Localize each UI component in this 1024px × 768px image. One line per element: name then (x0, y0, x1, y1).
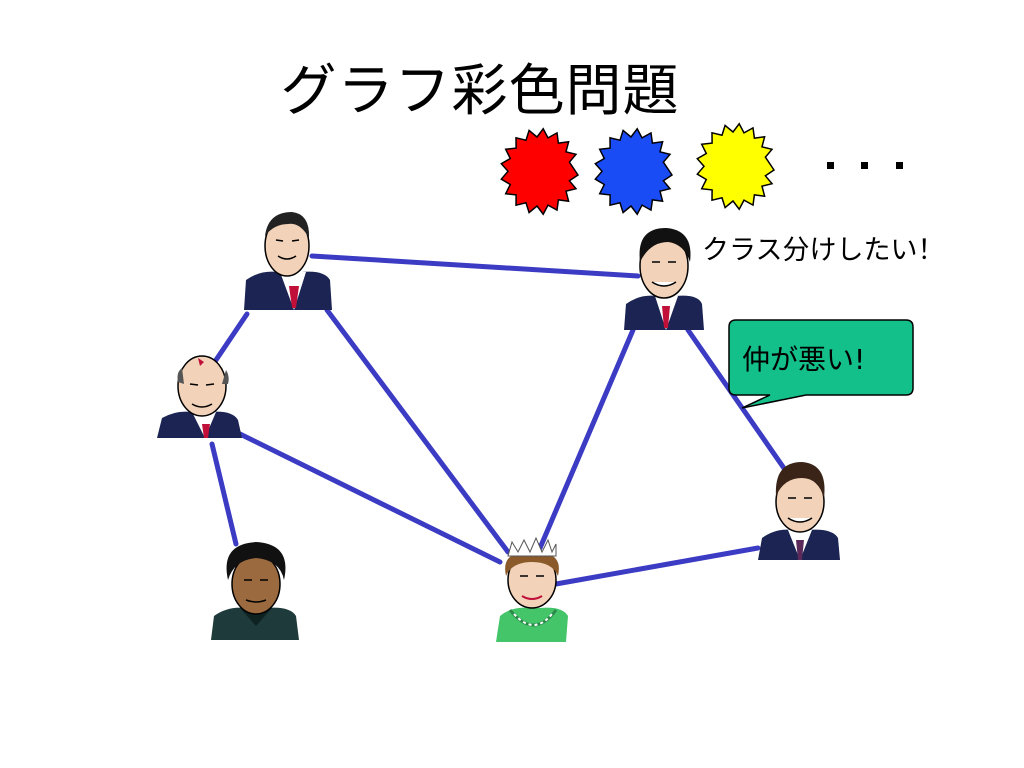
ellipsis-dot (896, 162, 903, 169)
leader-middle-left (157, 355, 242, 438)
leader-bottom-right (758, 462, 840, 560)
edge-middleleft-queen (237, 431, 503, 565)
ellipsis-dot (861, 162, 868, 169)
edge-topright-bottomright (685, 327, 791, 477)
callout-text: 仲が悪い! (742, 343, 866, 376)
leader-top-left (244, 212, 332, 310)
red-star (500, 127, 580, 216)
edge-topleft-middleleft (213, 311, 250, 363)
queen-bottom-center (496, 536, 568, 642)
slide-title: グラフ彩色問題 (280, 59, 680, 124)
edge-topleft-queen (324, 307, 511, 555)
leader-bottom-left (211, 542, 299, 640)
callout-bubble (728, 319, 914, 409)
classify-label: クラス分けしたい！ (702, 235, 945, 266)
edge-queen-bottomright (553, 545, 761, 587)
edge-topright-queen (537, 327, 636, 551)
graph-edges (209, 253, 791, 587)
ellipsis-dot (827, 162, 834, 169)
leader-top-right (624, 228, 704, 330)
yellow-star (696, 122, 776, 211)
blue-star (594, 127, 674, 216)
edge-topleft-topright (309, 253, 641, 279)
edge-middleleft-bottomleft (209, 441, 239, 547)
